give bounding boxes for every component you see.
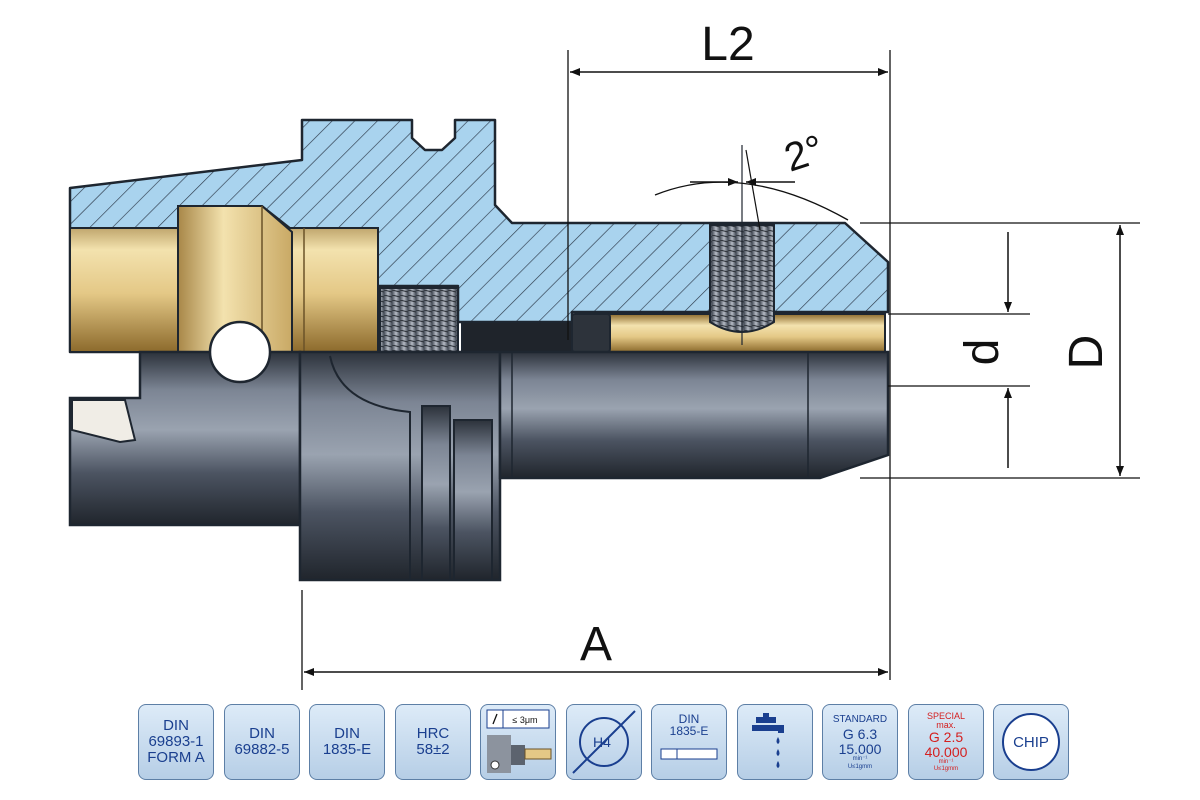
h4-tolerance-icon: H4 [572, 710, 636, 774]
svg-text:≤ 3μm: ≤ 3μm [512, 715, 537, 725]
feature-badges: DIN 69893-1 FORM A DIN 69882-5 DIN 1835-… [138, 704, 1069, 780]
badge-hrc: HRC 58±2 [395, 704, 471, 780]
angle-label: 2° [779, 127, 829, 181]
badge-special-balance: SPECIAL max. G 2.5 40.000 min⁻¹ U≤1gmm [908, 704, 984, 780]
retention-ball [208, 320, 272, 384]
angle-arc [654, 181, 849, 221]
badge-din69893: DIN 69893-1 FORM A [138, 704, 214, 780]
badge-coolant [737, 704, 813, 780]
badge-h4: H4 [566, 704, 642, 780]
badge-din1835-shank: DIN 1835-E [651, 704, 727, 780]
D-label: D [1060, 335, 1113, 370]
badge-chip: CHIP [993, 704, 1069, 780]
l2-label: L2 [701, 18, 754, 71]
tool-holder-drawing: L2 A d D 2° [68, 18, 1140, 690]
coolant-tap-icon [752, 713, 784, 768]
badge-din1835e: DIN 1835-E [309, 704, 385, 780]
badge-runout: ≤ 3μm [480, 704, 556, 780]
stop-ring [571, 313, 611, 353]
a-label: A [580, 618, 612, 671]
chip-label: CHIP [1002, 713, 1060, 771]
shank-body [498, 350, 890, 480]
runout-icon: ≤ 3μm [486, 709, 552, 773]
shank-icon [660, 748, 718, 760]
badge-standard-balance: STANDARD G 6.3 15.000 min⁻¹ U≤1gmm [822, 704, 898, 780]
adjusting-screw [379, 287, 459, 353]
drawbar-head [177, 205, 293, 353]
badge-din69882: DIN 69882-5 [224, 704, 300, 780]
d-label: d [956, 339, 1009, 366]
svg-text:H4: H4 [593, 734, 611, 750]
